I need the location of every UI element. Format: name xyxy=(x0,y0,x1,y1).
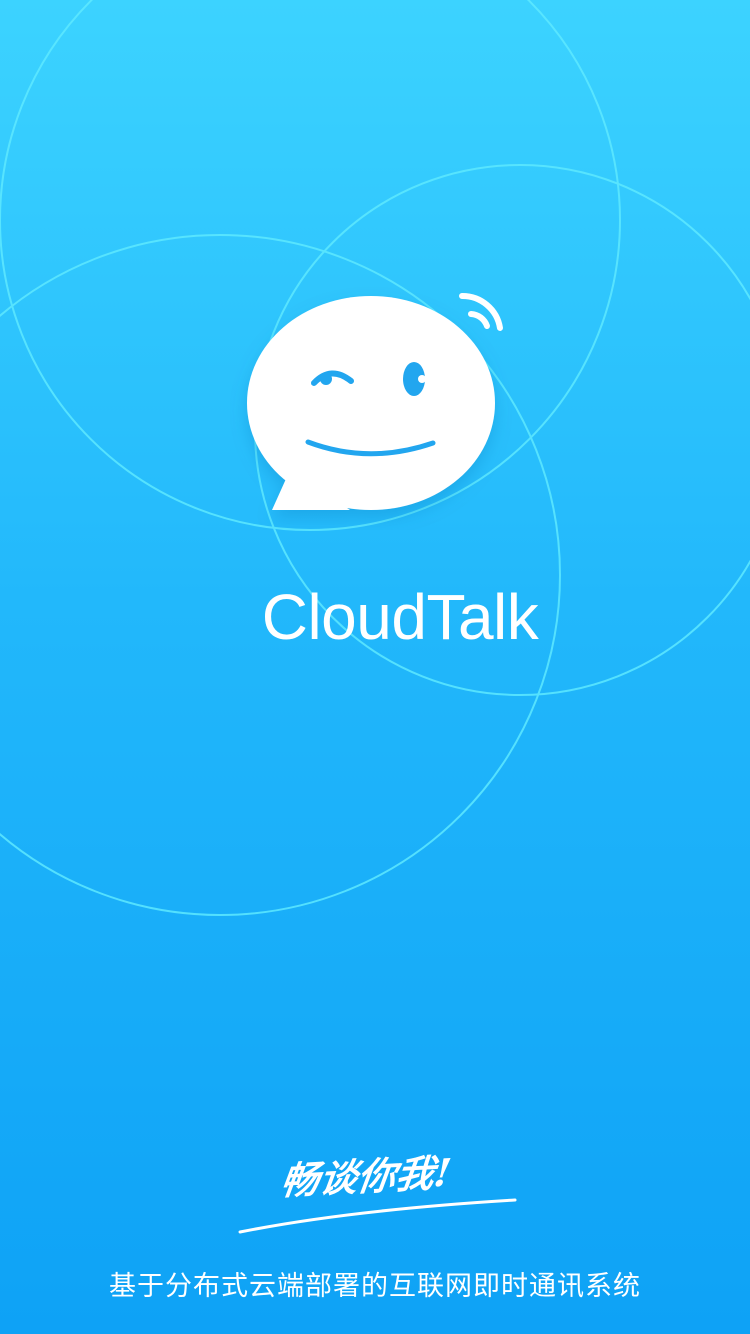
tagline: 基于分布式云端部署的互联网即时通讯系统 xyxy=(109,1271,641,1302)
ring-left xyxy=(0,234,561,916)
app-name: CloudTalk xyxy=(261,581,539,653)
slogan-swash-line xyxy=(238,1198,517,1234)
open-eye-icon xyxy=(403,362,426,396)
app-logo-icon xyxy=(247,292,503,510)
ring-top xyxy=(0,0,621,531)
slogan: 畅谈你我! xyxy=(230,1142,520,1242)
smile-icon xyxy=(305,439,436,457)
wink-eye-icon xyxy=(311,370,354,386)
speech-bubble-icon xyxy=(247,296,495,510)
wifi-signal-icon xyxy=(459,292,503,331)
